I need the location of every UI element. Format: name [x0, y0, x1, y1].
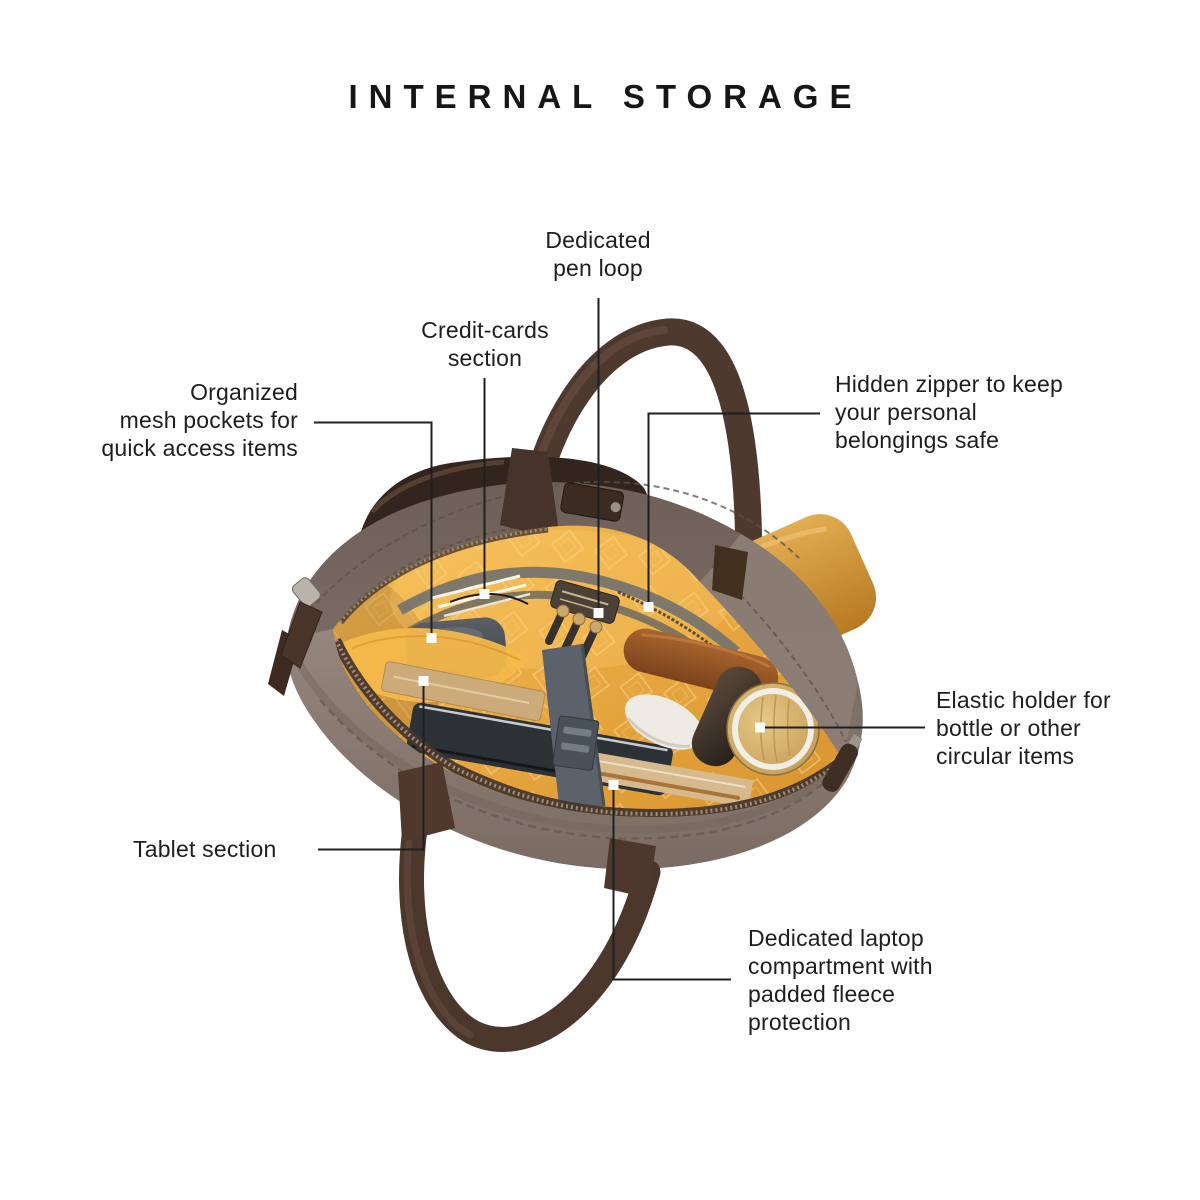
leader-tablet	[318, 681, 425, 851]
callout-marker	[608, 780, 619, 790]
bottle	[691, 666, 820, 776]
callout-elastic-holder: Elastic holder for bottle or other circu…	[936, 687, 1111, 769]
zipper-pull-left	[268, 577, 323, 696]
leader-mesh-pockets	[314, 421, 433, 638]
callout-pen-loop: Dedicated pen loop	[545, 227, 651, 281]
elastic-strap-buckle	[542, 643, 606, 814]
zipper-pull-right	[822, 734, 863, 792]
callout-marker	[426, 633, 437, 643]
callout-marker	[479, 589, 490, 599]
leader-laptop	[612, 785, 731, 981]
leader-hidden-zipper	[647, 412, 820, 607]
handle-anchor-tab	[500, 448, 748, 600]
callout-tablet: Tablet section	[133, 836, 277, 862]
zipper-tracks	[333, 525, 843, 818]
documents-pencil	[567, 748, 754, 808]
callout-marker	[643, 602, 654, 612]
page-title: INTERNAL STORAGE	[348, 78, 863, 115]
callout-credit-cards: Credit-cards section	[421, 317, 549, 371]
callout-marker	[418, 676, 429, 686]
white-capsule-mouse	[624, 694, 704, 750]
callout-mesh-pockets: Organized mesh pockets for quick access …	[101, 379, 298, 461]
callout-marker	[593, 608, 604, 618]
callout-marker	[755, 722, 765, 733]
callout-laptop: Dedicated laptop compartment with padded…	[748, 925, 933, 1035]
bag-bottom-handle	[398, 762, 661, 1052]
callout-hidden-zipper: Hidden zipper to keep your personal belo…	[835, 371, 1063, 453]
